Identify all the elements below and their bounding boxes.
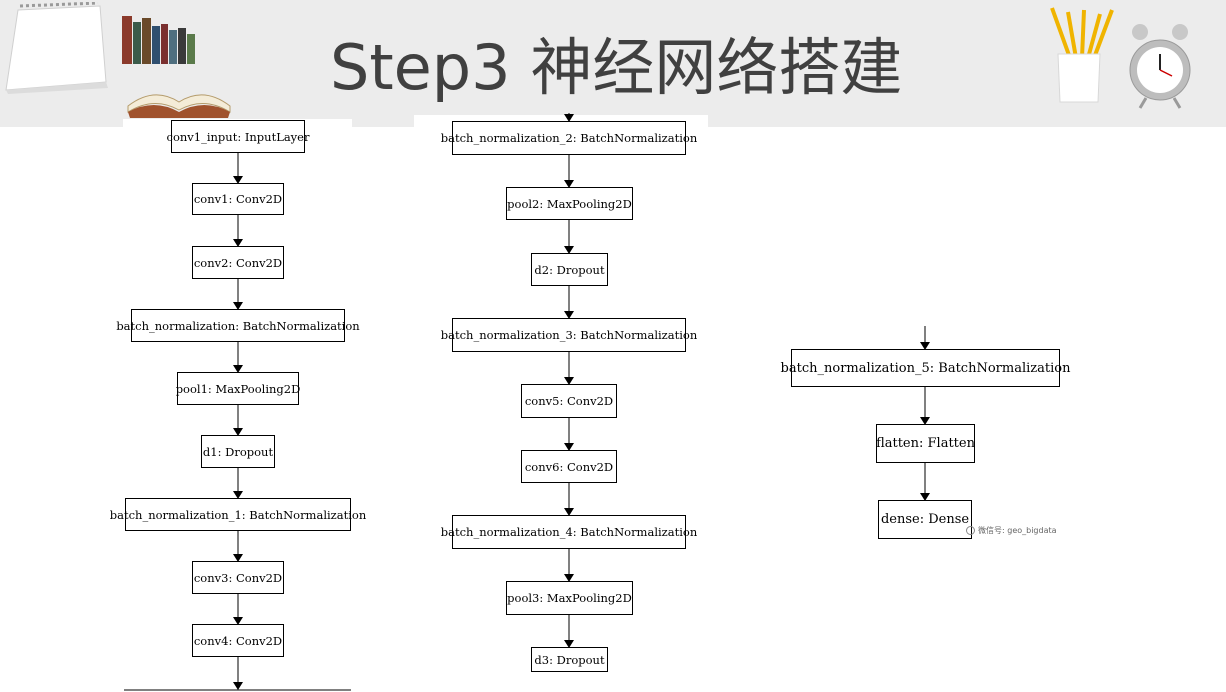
node-d2: d2: Dropout xyxy=(531,253,608,286)
node-batch-normalization: batch_normalization: BatchNormalization xyxy=(116,309,360,342)
node-conv1: conv1: Conv2D xyxy=(192,183,284,215)
node-conv3: conv3: Conv2D xyxy=(192,561,284,594)
node-d1: d1: Dropout xyxy=(201,435,275,468)
node-pool2: pool2: MaxPooling2D xyxy=(506,187,633,220)
slide-title: Step3 神经网络搭建 xyxy=(330,31,903,104)
watermark: 微信号: geo_bigdata xyxy=(966,525,1057,536)
wechat-icon xyxy=(966,526,975,535)
node-pool1: pool1: MaxPooling2D xyxy=(176,372,300,405)
node-flatten: flatten: Flatten xyxy=(876,424,975,463)
node-batch-normalization-1: batch_normalization_1: BatchNormalizatio… xyxy=(110,498,366,531)
node-conv4: conv4: Conv2D xyxy=(192,624,284,657)
alarm-clock-icon xyxy=(1129,24,1191,109)
node-batch-normalization-3: batch_normalization_3: BatchNormalizatio… xyxy=(441,318,697,352)
watermark-text: 微信号: geo_bigdata xyxy=(978,526,1057,535)
open-book-icon xyxy=(127,94,231,118)
node-conv2: conv2: Conv2D xyxy=(192,246,284,279)
node-d3: d3: Dropout xyxy=(531,647,608,672)
node-pool3: pool3: MaxPooling2D xyxy=(506,581,633,615)
node-batch-normalization-4: batch_normalization_4: BatchNormalizatio… xyxy=(441,515,697,549)
node-conv6: conv6: Conv2D xyxy=(521,450,617,483)
desk-calendar-icon xyxy=(5,2,108,94)
books-icon xyxy=(122,16,195,64)
node-dense: dense: Dense xyxy=(878,500,972,539)
node-batch-normalization-5: batch_normalization_5: BatchNormalizatio… xyxy=(781,349,1070,387)
node-conv1-input: conv1_input: InputLayer xyxy=(167,120,310,153)
pencil-cup-icon xyxy=(1050,7,1114,103)
node-batch-normalization-2: batch_normalization_2: BatchNormalizatio… xyxy=(441,121,697,155)
node-conv5: conv5: Conv2D xyxy=(521,384,617,418)
